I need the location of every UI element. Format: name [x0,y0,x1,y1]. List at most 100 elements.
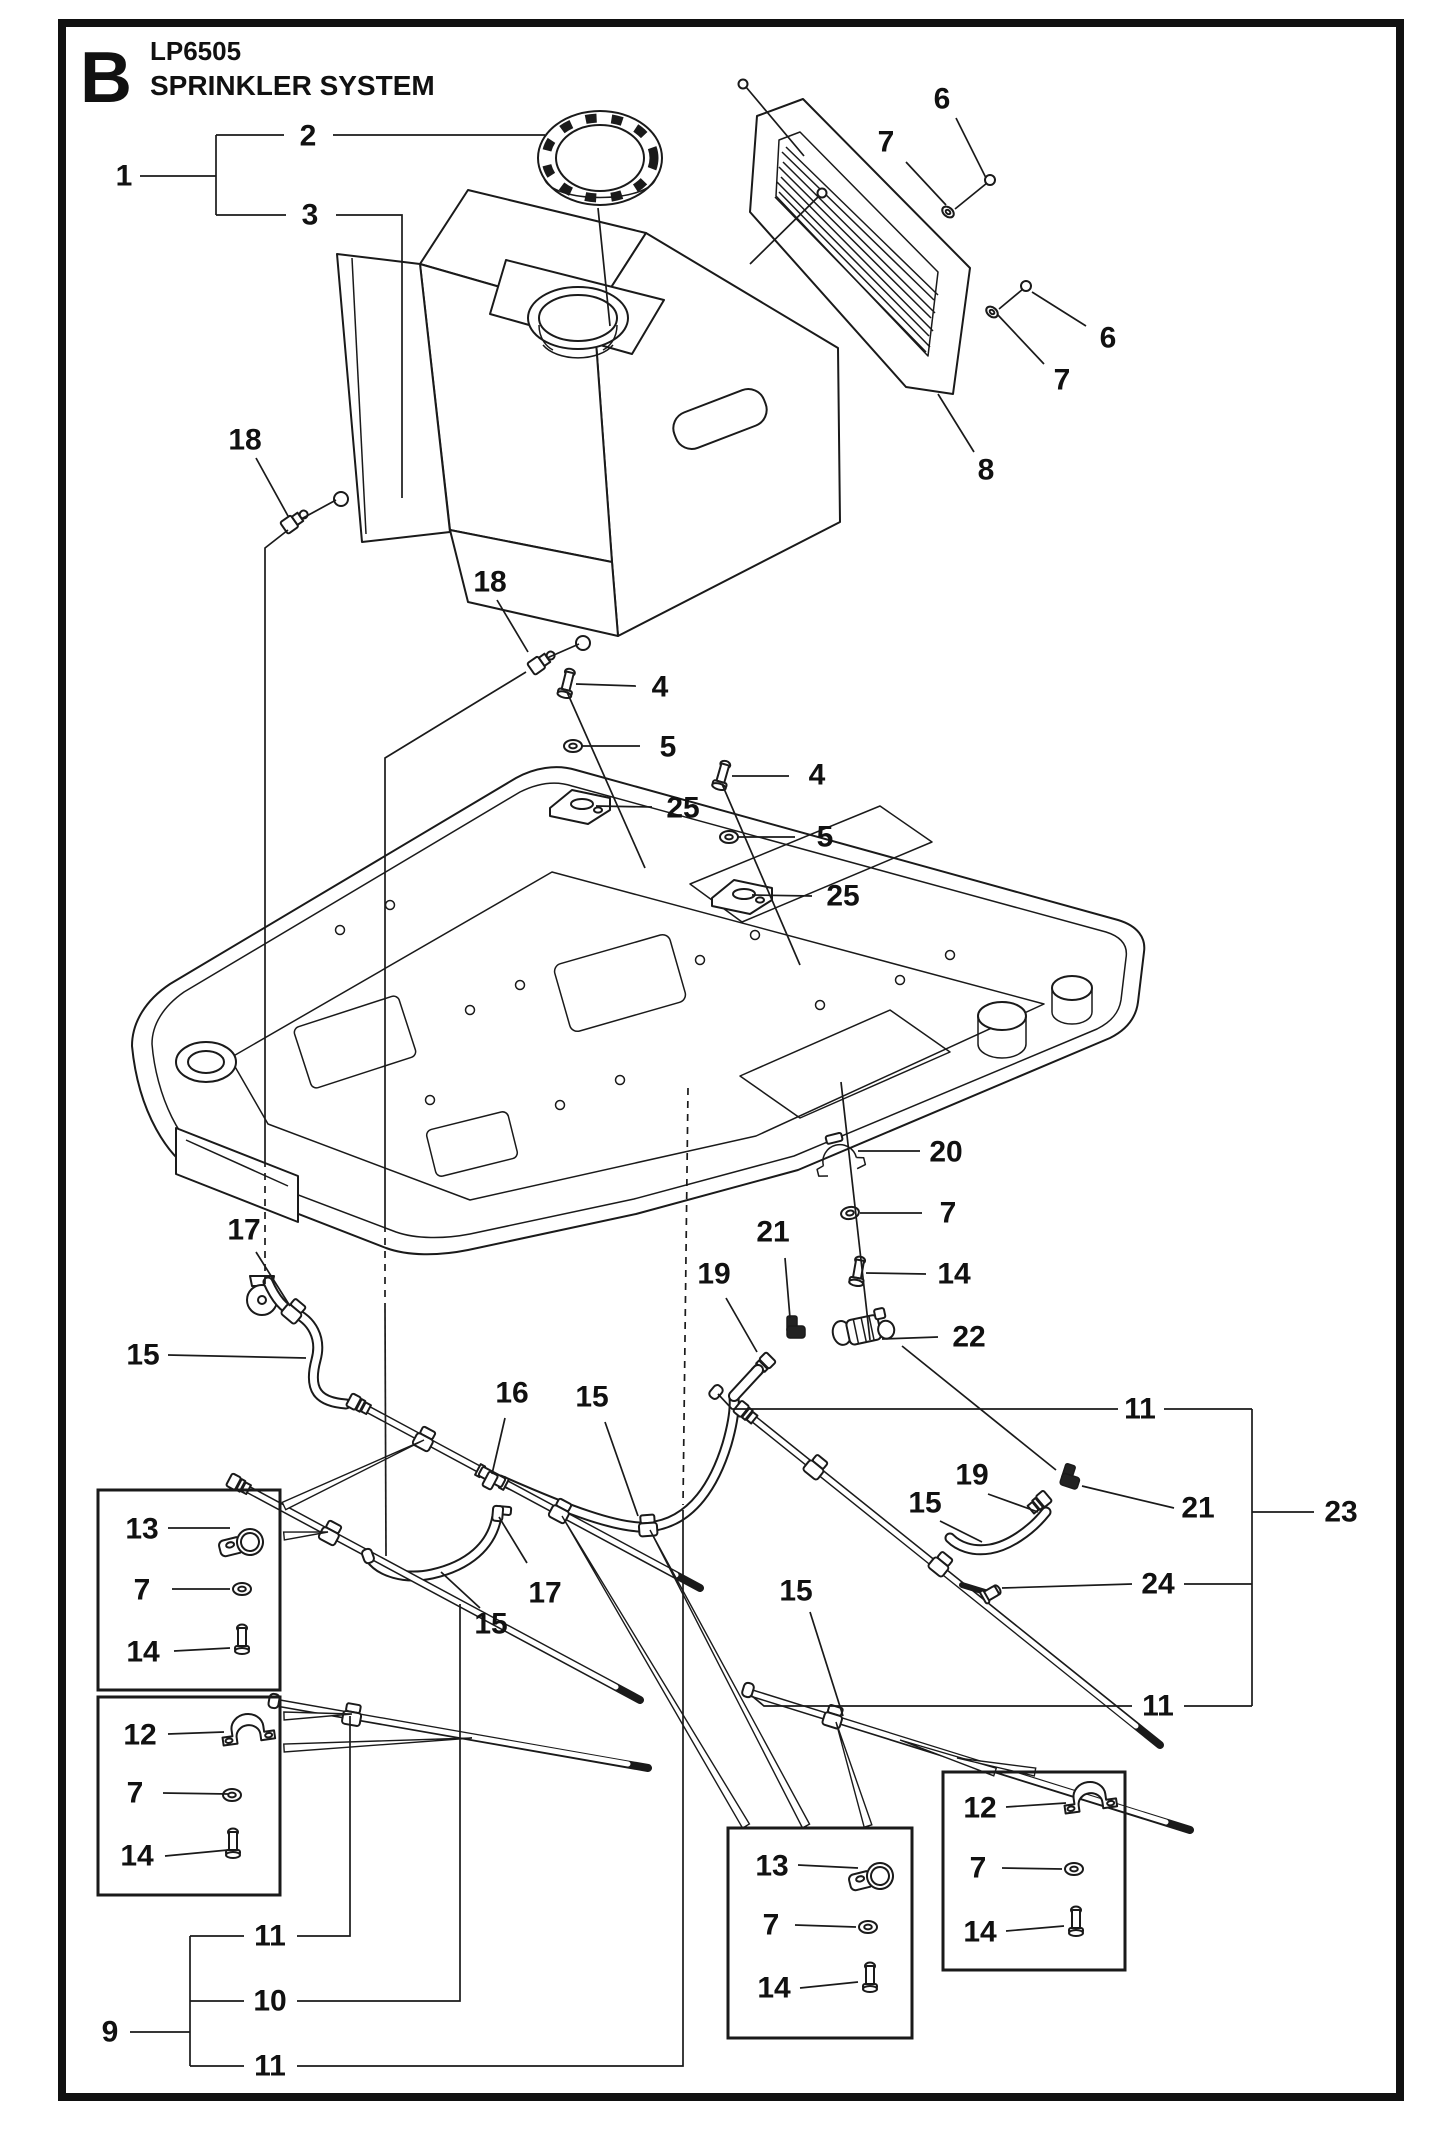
pointer-wedge [835,1721,873,1829]
callout-14: 14 [963,1916,997,1949]
pointer-wedge [283,1711,353,1721]
callout-18: 18 [473,566,506,599]
hardware-drawing [278,505,1085,1517]
leader-line [595,805,653,808]
leader-line [496,599,529,653]
pointer-wedge [282,1531,329,1541]
leader-line [384,1306,387,1557]
leader-line [937,393,975,453]
valve-22 [831,1307,896,1346]
callout-5: 5 [817,821,834,854]
callout-12: 12 [123,1719,156,1752]
detail-box [96,1488,282,1692]
detail-box [96,1695,282,1897]
leader-line [751,894,813,897]
leader-line [905,161,947,206]
leader-line [797,1864,859,1869]
detail-boxes [96,1488,1127,2040]
callout-23: 23 [1324,1496,1357,1529]
callout-9: 9 [102,2016,119,2049]
callout-12: 12 [963,1792,996,1825]
leader-line [881,1336,939,1340]
hoses-drawing [234,1276,1194,1834]
callout-22: 22 [952,1321,985,1354]
pointer-wedge [561,1515,751,1830]
leader-line [901,1345,1057,1471]
leader-line [302,499,337,519]
pointer-wedge [649,1529,811,1829]
callout-15: 15 [126,1339,159,1372]
leader-line [1005,1925,1065,1932]
callout-25: 25 [666,792,699,825]
callout-7: 7 [1054,364,1071,397]
leader-line [491,1417,506,1475]
leader-line [996,313,1045,365]
callout-16: 16 [495,1377,528,1410]
callout-19: 19 [697,1258,730,1291]
leader-line [164,1849,229,1857]
pointer-wedge [283,1737,473,1753]
callout-8: 8 [978,454,995,487]
page-title: SPRINKLER SYSTEM [150,70,435,101]
callout-20: 20 [929,1136,962,1169]
detail-box [726,1826,914,2040]
leader-line [721,783,801,966]
leader-line [794,1924,857,1928]
leader-line [865,1272,927,1275]
callout-11: 11 [254,1920,286,1953]
callout-4: 4 [809,759,826,792]
callout-7: 7 [878,126,895,159]
leader-line [809,1611,844,1717]
callout-14: 14 [120,1840,154,1873]
leader-line [955,117,987,179]
callout-21: 21 [1181,1492,1214,1525]
callout-11: 11 [254,2050,286,2083]
leader-line [987,1493,1039,1513]
callout-7: 7 [970,1852,987,1885]
callout-15: 15 [779,1575,812,1608]
leader-line [939,1520,983,1543]
leader-line [255,1251,291,1307]
pointer-wedge [281,1439,425,1511]
callout-7: 7 [127,1777,144,1810]
callout-7: 7 [763,1909,780,1942]
callout-19: 19 [955,1459,988,1492]
callout-11: 11 [1142,1690,1174,1723]
water-tank-drawing [333,110,841,651]
callout-14: 14 [757,1972,791,2005]
callout-6: 6 [1100,322,1117,355]
callout-15: 15 [575,1381,608,1414]
leader-line [566,691,646,869]
callout-14: 14 [126,1636,160,1669]
callout-1: 1 [116,160,133,193]
callout-18: 18 [228,424,261,457]
leader-line [162,1792,229,1795]
callout-5: 5 [660,731,677,764]
callout-4: 4 [652,671,669,704]
callout-2: 2 [300,120,317,153]
callout-15: 15 [474,1608,507,1641]
callout-3: 3 [302,199,319,232]
leader-line [799,1981,859,1989]
callout-14: 14 [937,1258,971,1291]
leader-line [1031,291,1087,327]
leader-line [498,1516,528,1564]
leader-line [1081,1485,1175,1509]
leader-line [255,457,289,517]
callout-7: 7 [134,1574,151,1607]
leader-line [167,1354,307,1359]
leader-line [1001,1867,1063,1870]
leader-line [840,1081,871,1341]
leader-line [604,1421,639,1517]
callout-21: 21 [756,1216,789,1249]
leader-line [297,1604,461,2002]
leader-line [682,1087,689,1506]
leader-line [1001,1583,1133,1589]
model-number: LP6505 [150,36,241,66]
callout-15: 15 [908,1487,941,1520]
leader-line [264,529,289,1160]
callout-7: 7 [940,1197,957,1230]
